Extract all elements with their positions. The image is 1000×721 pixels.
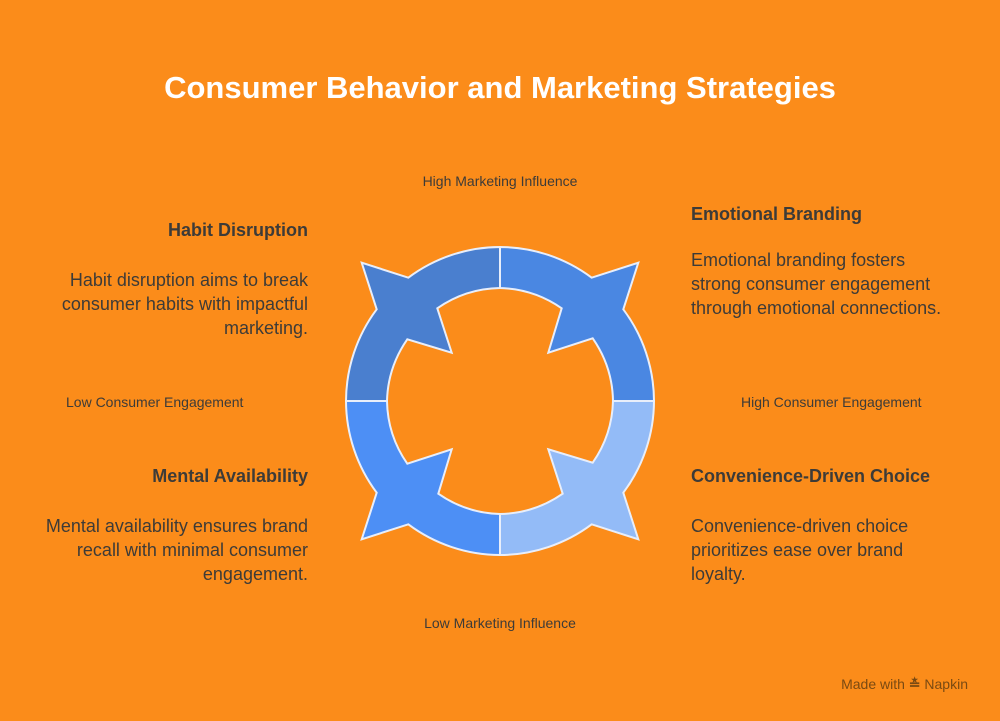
axis-label-left: Low Consumer Engagement [66, 394, 244, 410]
page-title: Consumer Behavior and Marketing Strategi… [164, 70, 836, 105]
quadrant-heading-mental-availability: Mental Availability [152, 466, 308, 486]
axis-label-right: High Consumer Engagement [741, 394, 922, 410]
axis-label-top: High Marketing Influence [422, 173, 578, 189]
quadrant-heading-emotional-branding: Emotional Branding [691, 204, 862, 224]
credit-prefix: Made with [841, 676, 905, 692]
quadrant-heading-habit-disruption: Habit Disruption [168, 220, 308, 240]
napkin-logo-icon: ≛ [908, 676, 921, 692]
quadrant-text-mental-availability: Mental availability ensures brand recall… [45, 516, 308, 584]
napkin-credit[interactable]: Made with ≛ Napkin [841, 676, 968, 693]
axis-label-bottom: Low Marketing Influence [424, 615, 576, 631]
segment-convenience-driven-choice [499, 400, 656, 557]
segment-mental-availability [344, 400, 501, 557]
quadrant-text-habit-disruption: Habit disruption aims to break consumer … [61, 270, 308, 338]
quadrant-text-convenience-driven-choice: Convenience-driven choice prioritizes ea… [691, 516, 909, 584]
segment-habit-disruption [344, 245, 501, 402]
quadrant-text-emotional-branding: Emotional branding fosters strong consum… [691, 250, 942, 318]
quadrant-heading-convenience-driven-choice: Convenience-Driven Choice [691, 466, 931, 486]
segment-emotional-branding [499, 245, 656, 402]
credit-brand: Napkin [924, 676, 968, 692]
